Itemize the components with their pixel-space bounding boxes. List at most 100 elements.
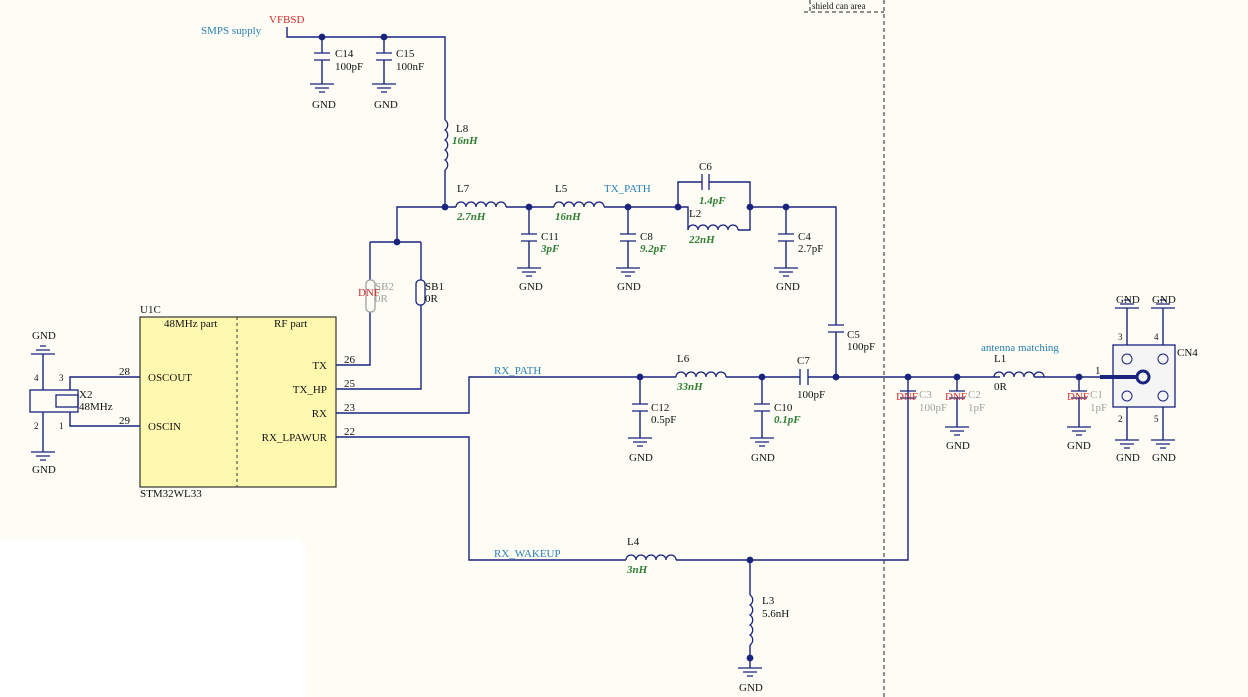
cn4-pin1: 1 (1095, 365, 1101, 377)
gnd-c14 (310, 83, 334, 93)
gnd-crystal-bottom-label: GND (32, 464, 56, 476)
c3-capacitor (900, 390, 916, 399)
gnd-c1-label: GND (1067, 440, 1091, 452)
sb2-jumper (365, 279, 376, 313)
gnd-c10 (750, 437, 774, 447)
c11-value: 3pF (540, 243, 560, 255)
c12-ref: C12 (651, 402, 669, 414)
tx-path-label: TX_PATH (604, 183, 651, 195)
gnd-c11-label: GND (519, 281, 543, 293)
c14-ref: C14 (335, 48, 354, 60)
c4-ref: C4 (798, 231, 811, 243)
gnd-crystal-bottom (31, 451, 55, 461)
gnd-c8 (616, 267, 640, 277)
crystal-pin3: 3 (59, 373, 64, 383)
tx-wire (396, 206, 678, 242)
c6-value: 1.4pF (699, 195, 726, 207)
c1-value: 1pF (1090, 402, 1107, 414)
c1-ref: C1 (1090, 389, 1103, 401)
l3-value: 5.6nH (762, 608, 789, 620)
l4-inductor (625, 554, 677, 561)
shield-label: shield can area (812, 1, 865, 11)
gnd-c2 (945, 426, 969, 436)
gnd-c12 (628, 437, 652, 447)
pin-txhp-name: TX_HP (293, 384, 327, 396)
l2-value: 22nH (688, 234, 715, 246)
c5-ref: C5 (847, 329, 860, 341)
gnd-c10-label: GND (751, 452, 775, 464)
pin-rx-name: RX (312, 408, 327, 420)
sb2-ref: SB2 (375, 281, 394, 293)
pin-28-num: 28 (119, 366, 131, 378)
c8-ref: C8 (640, 231, 653, 243)
pin-29-num: 29 (119, 415, 131, 427)
vfbsd-label: VFBSD (269, 14, 305, 26)
gnd-crystal-top (31, 345, 55, 355)
l6-ref: L6 (677, 353, 690, 365)
c5-capacitor (828, 324, 844, 333)
gnd-cn4-bottom-left (1115, 439, 1139, 449)
ic-section-left: 48MHz part (164, 318, 217, 330)
sb1-jumper (415, 279, 426, 306)
gnd-c4-label: GND (776, 281, 800, 293)
l6-value: 33nH (676, 381, 703, 393)
pin-rxlpawur-name: RX_LPAWUR (262, 432, 328, 444)
l5-ref: L5 (555, 183, 568, 195)
c12-value: 0.5pF (651, 414, 676, 426)
rx-wakeup-wire (336, 436, 751, 595)
pin-tx-name: TX (312, 360, 327, 372)
gnd-cn4-tr-label: GND (1152, 294, 1176, 306)
l1-ref: L1 (994, 353, 1006, 365)
l4-value: 3nH (626, 564, 648, 576)
l6-inductor (675, 371, 727, 378)
sb1-value: 0R (425, 293, 439, 305)
gnd-c11 (517, 267, 541, 277)
pin-23-num: 23 (344, 402, 356, 414)
l8-inductor (443, 119, 449, 171)
c3-dnf: DNF (896, 391, 918, 403)
l2-inductor (687, 224, 739, 231)
pin-26-num: 26 (344, 354, 356, 366)
c3-value: 100pF (919, 402, 947, 414)
c3-ref: C3 (919, 389, 932, 401)
sb2-dnf: DNF (358, 287, 380, 299)
c2-dnf: DNF (945, 391, 967, 403)
pin-25-num: 25 (344, 378, 356, 390)
gnd-c14-label: GND (312, 99, 336, 111)
antenna-label: antenna matching (981, 342, 1059, 354)
crystal-value: 48MHz (79, 401, 113, 413)
l7-ref: L7 (457, 183, 470, 195)
c1-dnf: DNF (1067, 391, 1089, 403)
c2-value: 1pF (968, 402, 985, 414)
gnd-c2-label: GND (946, 440, 970, 452)
l7-inductor (455, 201, 507, 208)
cn4-pin3: 3 (1118, 332, 1123, 342)
gnd-c15-label: GND (374, 99, 398, 111)
c4-value: 2.7pF (798, 243, 823, 255)
l5-value: 16nH (555, 211, 581, 223)
c5-value: 100pF (847, 341, 875, 353)
gnd-c15 (372, 83, 396, 93)
ic-section-right: RF part (274, 318, 307, 330)
sb2-value: 0R (375, 293, 389, 305)
l8-value: 16nH (452, 135, 478, 147)
c2-ref: C2 (968, 389, 981, 401)
gnd-c1 (1067, 426, 1091, 436)
smps-label: SMPS supply (201, 25, 262, 37)
l7-value: 2.7nH (456, 211, 486, 223)
ic-part: STM32WL33 (140, 488, 202, 500)
cn4-pin2: 2 (1118, 414, 1123, 424)
gnd-cn4-top-right (1151, 299, 1175, 309)
pin-oscout-name: OSCOUT (148, 372, 192, 384)
gnd-c4 (774, 267, 798, 277)
gnd-l3-label: GND (739, 682, 763, 694)
rx-path-label: RX_PATH (494, 365, 541, 377)
gnd-l3 (738, 667, 762, 677)
c11-ref: C11 (541, 231, 559, 243)
gnd-c8-label: GND (617, 281, 641, 293)
c10-value: 0.1pF (774, 414, 801, 426)
c8-value: 9.2pF (640, 243, 667, 255)
crystal-x2 (29, 389, 79, 413)
crystal-ref: X2 (79, 389, 92, 401)
